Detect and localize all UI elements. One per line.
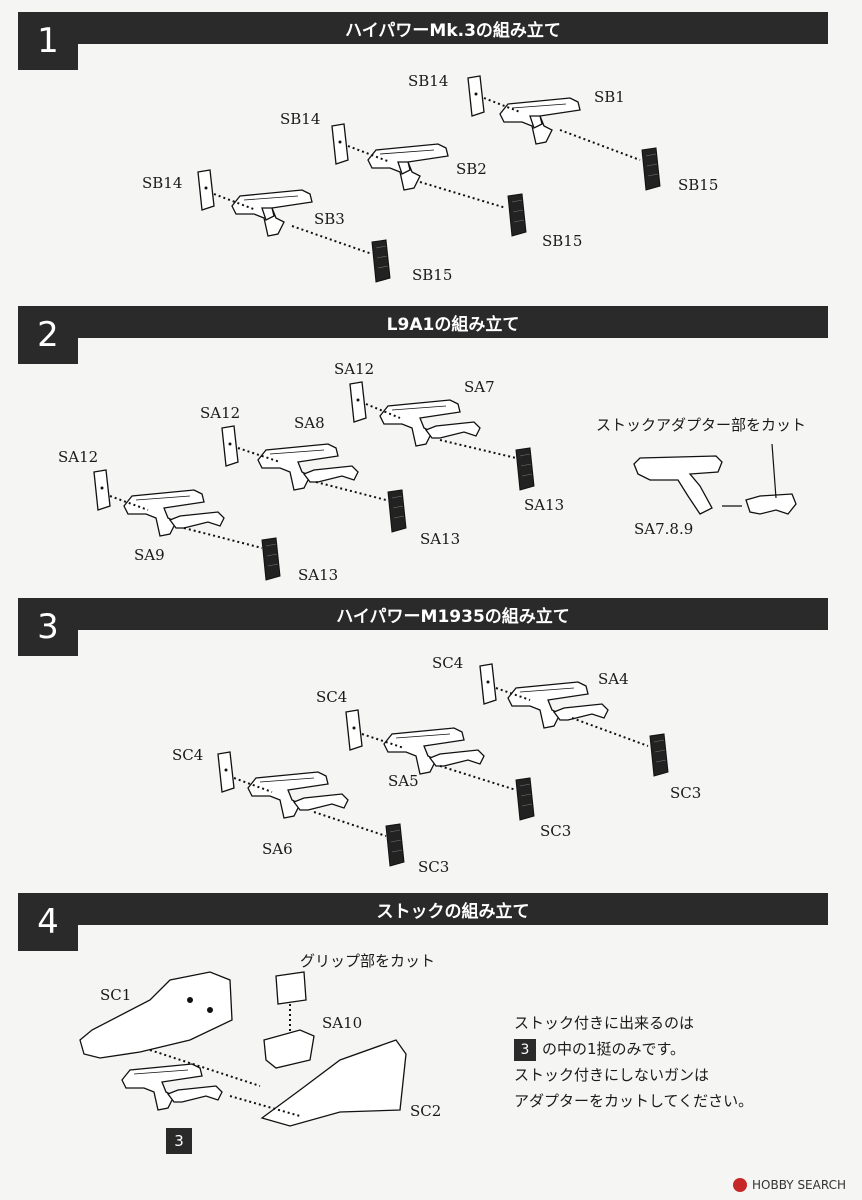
section-header-1: 1 ハイパワーMk.3の組み立て	[18, 12, 828, 70]
part-label: SC3	[540, 822, 572, 840]
part-label: SA6	[262, 840, 293, 858]
part-label: SA12	[334, 360, 375, 378]
part-label: SA13	[420, 530, 461, 548]
cut-stock-adapter-note: ストックアダプター部をカット	[596, 416, 807, 434]
watermark: HOBBY SEARCH	[733, 1178, 846, 1192]
part-label: SB1	[594, 88, 625, 106]
part-label: SA7.8.9	[634, 520, 694, 538]
part-label: SC4	[432, 654, 464, 672]
section-title: ハイパワーM1935の組み立て	[78, 598, 828, 630]
part-label: SB15	[412, 266, 453, 284]
part-label: SA13	[524, 496, 565, 514]
cut-grip-note: グリップ部をカット	[300, 952, 436, 970]
stock-note-line2: 3 の中の1挺のみです。	[514, 1038, 685, 1061]
part-label: SB15	[678, 176, 719, 194]
step-ref-badge: 3	[514, 1038, 536, 1061]
part-label: SA10	[322, 1014, 363, 1032]
part-label: SB2	[456, 160, 487, 178]
part-label: SA4	[598, 670, 629, 688]
step-ref-badge: 3	[166, 1128, 192, 1154]
part-label: SC4	[316, 688, 348, 706]
part-label: SC3	[670, 784, 702, 802]
stock-note-line2-text: の中の1挺のみです。	[542, 1040, 686, 1058]
part-label: SA12	[200, 404, 241, 422]
step-number: 1	[18, 12, 78, 70]
part-label: SA12	[58, 448, 99, 466]
section-header-4: 4 ストックの組み立て	[18, 893, 828, 951]
section-header-3: 3 ハイパワーM1935の組み立て	[18, 598, 828, 656]
section-title: ハイパワーMk.3の組み立て	[78, 12, 828, 44]
section-title: ストックの組み立て	[78, 893, 828, 925]
watermark-text: HOBBY SEARCH	[752, 1178, 846, 1192]
step-number: 4	[18, 893, 78, 951]
part-label: SC4	[172, 746, 204, 764]
part-label: SA8	[294, 414, 325, 432]
part-label: SB15	[542, 232, 583, 250]
part-label: SA7	[464, 378, 495, 396]
part-label: SA13	[298, 566, 339, 584]
section-2-drawings	[93, 381, 797, 581]
part-label: SB14	[408, 72, 449, 90]
section-4-drawings	[79, 971, 407, 1127]
section-3-drawings	[217, 663, 669, 867]
stock-note-line3: ストック付きにしないガンは	[514, 1066, 710, 1084]
part-label: SA9	[134, 546, 165, 564]
stock-note-line4: アダプターをカットしてください。	[514, 1092, 754, 1110]
section-header-2: 2 L9A1の組み立て	[18, 306, 828, 364]
stock-note-line1: ストック付きに出来るのは	[514, 1014, 695, 1032]
part-label: SA5	[388, 772, 419, 790]
section-1-drawings	[197, 75, 661, 283]
part-label: SB3	[314, 210, 345, 228]
part-label: SC2	[410, 1102, 442, 1120]
section-title: L9A1の組み立て	[78, 306, 828, 338]
part-label: SC1	[100, 986, 132, 1004]
part-label: SC3	[418, 858, 450, 876]
part-label: SB14	[280, 110, 321, 128]
step-number: 2	[18, 306, 78, 364]
hobbysearch-logo-icon	[733, 1178, 748, 1192]
part-label: SB14	[142, 174, 183, 192]
step-number: 3	[18, 598, 78, 656]
